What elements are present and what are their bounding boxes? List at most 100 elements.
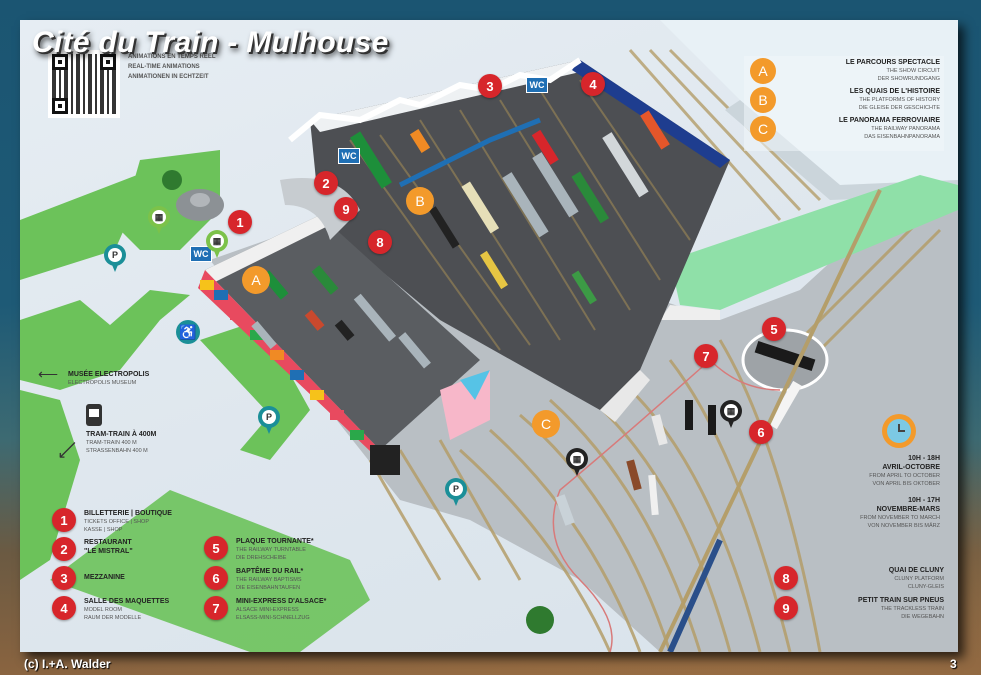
wc-marker[interactable]: WC [190, 246, 212, 262]
legend-subtitle: ELSASS-MINI-SCHNELLZUG [236, 615, 310, 621]
legend-title: QUAI DE CLUNY [888, 567, 944, 574]
legend-subtitle: CLUNY PLATFORM [894, 576, 944, 582]
hours-subtitle: FROM NOVEMBER TO MARCH [860, 515, 940, 521]
map-marker-6[interactable]: 6 [749, 420, 773, 444]
zone-b-badge: B [750, 87, 776, 113]
hours-block: 10H - 17H NOVEMBRE-MARS FROM NOVEMBER TO… [820, 496, 940, 530]
legend-subtitle: THE TRACKLESS TRAIN [880, 606, 944, 612]
copyright-credit: (c) I.+A. Walder [24, 657, 111, 671]
hours-time: 10H - 18H [908, 455, 940, 462]
hours-season: AVRIL-OCTOBRE [882, 464, 940, 471]
legend-subtitle: THE RAILWAY TURNTABLE [236, 547, 306, 553]
legend-subtitle: CLUNY-GLEIS [907, 584, 944, 590]
legend-item-5: 5 PLAQUE TOURNANTE* THE RAILWAY TURNTABL… [204, 536, 314, 562]
zone-legend-item: B LES QUAIS DE L'HISTOIRE THE PLATFORMS … [744, 87, 944, 113]
legend-badge: 1 [52, 508, 76, 532]
legend-title: PETIT TRAIN SUR PNEUS [858, 597, 944, 604]
legend-item-3: 3 MEZZANINE [52, 566, 125, 590]
legend-subtitle: DIE EISENBAHNTAUFEN [236, 585, 301, 591]
tram-icon [86, 404, 102, 426]
legend-item-6: 6 BAPTÊME DU RAIL* THE RAILWAY BAPTISMS … [204, 566, 303, 592]
page-number: 3 [950, 657, 957, 671]
qr-caption: ANIMATIONS EN TEMPS RÉEL REAL-TIME ANIMA… [128, 52, 216, 82]
qr-code[interactable] [48, 50, 120, 118]
wheelchair-access-icon[interactable]: ♿ [176, 320, 200, 344]
legend-badge: 8 [774, 566, 798, 590]
zone-subtitle: THE SHOW CIRCUIT [886, 68, 940, 74]
parking-pin[interactable]: P [104, 244, 126, 274]
zone-legend-item: C LE PANORAMA FERROVIAIRE THE RAILWAY PA… [744, 116, 944, 142]
qr-caption-line: ANIMATIONS EN TEMPS RÉEL [128, 54, 216, 60]
opening-hours: 10H - 18H AVRIL-OCTOBRE FROM APRIL TO OC… [820, 454, 940, 530]
parking-pin[interactable]: P [258, 406, 280, 436]
parking-icon: P [449, 482, 463, 496]
hours-subtitle: VON NOVEMBER BIS MÄRZ [867, 523, 940, 529]
wc-marker[interactable]: WC [526, 77, 548, 93]
legend-badge: 9 [774, 596, 798, 620]
train-icon: ▦ [724, 404, 738, 418]
zone-c-badge: C [750, 116, 776, 142]
tram-stop-pin[interactable]: ▦ [148, 206, 170, 236]
tram-subtitle: TRAM-TRAIN 400 M [86, 440, 137, 446]
legend-subtitle: RAUM DER MODELLE [84, 615, 142, 621]
map-zone-a[interactable]: A [242, 266, 270, 294]
legend-badge: 7 [204, 596, 228, 620]
tram-stop-pin[interactable]: ▦ [206, 230, 228, 260]
zone-title: LE PARCOURS SPECTACLE [845, 59, 940, 66]
legend-badge: 2 [52, 537, 76, 561]
legend-subtitle: ALSACE MINI-EXPRESS [236, 607, 299, 613]
arrow-left-icon: ⟵ [38, 366, 59, 382]
zone-subtitle: DAS EISENBAHNPANORAMA [864, 134, 940, 140]
legend-item-9: 9 PETIT TRAIN SUR PNEUS THE TRACKLESS TR… [774, 596, 944, 621]
zone-subtitle: DER SHOWRUNDGANG [877, 76, 940, 82]
legend-item-2: 2 RESTAURANT "LE MISTRAL" [52, 537, 133, 561]
wc-marker[interactable]: WC [338, 148, 360, 164]
hours-subtitle: FROM APRIL TO OCTOBER [869, 473, 940, 479]
legend-title: SALLE DES MAQUETTES [84, 598, 170, 605]
legend-item-1: 1 BILLETTERIE | BOUTIQUE TICKETS OFFICE … [52, 508, 172, 534]
hours-season: NOVEMBRE-MARS [876, 506, 940, 513]
zone-subtitle: THE PLATFORMS OF HISTORY [859, 97, 940, 103]
map-page: Cité du Train - Mulhouse ANIMATIONS EN T… [20, 20, 958, 652]
legend-subtitle: DIE WEGEBAHN [901, 614, 944, 620]
map-zone-b[interactable]: B [406, 187, 434, 215]
legend-title: MEZZANINE [84, 574, 125, 581]
map-marker-4[interactable]: 4 [581, 72, 605, 96]
legend-badge: 4 [52, 596, 76, 620]
legend-subtitle: THE RAILWAY BAPTISMS [236, 577, 302, 583]
parking-pin[interactable]: P [445, 478, 467, 508]
legend-item-4: 4 SALLE DES MAQUETTES MODEL ROOM RAUM DE… [52, 596, 169, 622]
train-stop-pin[interactable]: ▦ [720, 400, 742, 430]
map-marker-2[interactable]: 2 [314, 171, 338, 195]
hours-time: 10H - 17H [908, 497, 940, 504]
map-zone-c[interactable]: C [532, 410, 560, 438]
map-marker-3[interactable]: 3 [478, 74, 502, 98]
legend-subtitle: TICKETS OFFICE | SHOP [84, 519, 149, 525]
train-icon: ▦ [570, 452, 584, 466]
legend-title: PLAQUE TOURNANTE* [236, 538, 314, 545]
zone-title: LE PANORAMA FERROVIAIRE [838, 117, 940, 124]
qr-caption-line: REAL-TIME ANIMATIONS [128, 64, 200, 70]
zone-legend-item: A LE PARCOURS SPECTACLE THE SHOW CIRCUIT… [744, 58, 944, 84]
train-stop-pin[interactable]: ▦ [566, 448, 588, 478]
tram-title: TRAM-TRAIN À 400M [86, 431, 157, 438]
hours-subtitle: VON APRIL BIS OKTOBER [872, 481, 940, 487]
map-marker-1[interactable]: 1 [228, 210, 252, 234]
legend-subtitle: KASSE | SHOP [84, 527, 123, 533]
qr-finder [52, 54, 68, 70]
zones-legend: A LE PARCOURS SPECTACLE THE SHOW CIRCUIT… [744, 56, 944, 151]
legend-subtitle: "LE MISTRAL" [84, 548, 133, 555]
electropolis-museum-link[interactable]: ⟵ MUSÉE ELECTROPOLIS ELECTROPOLIS MUSEUM [38, 366, 149, 387]
map-marker-7[interactable]: 7 [694, 344, 718, 368]
legend-badge: 6 [204, 566, 228, 590]
legend-subtitle: MODEL ROOM [84, 607, 122, 613]
tram-subtitle: STRASSENBAHN 400 M [86, 448, 148, 454]
qr-caption-line: ANIMATIONEN IN ECHTZEIT [128, 74, 209, 80]
tram-icon: ▦ [210, 234, 224, 248]
map-marker-5[interactable]: 5 [762, 317, 786, 341]
map-marker-8[interactable]: 8 [368, 230, 392, 254]
page-title: Cité du Train - Mulhouse [32, 26, 389, 59]
legend-subtitle: DIE DREHSCHEIBE [236, 555, 287, 561]
zone-a-badge: A [750, 58, 776, 84]
map-marker-9[interactable]: 9 [334, 197, 358, 221]
